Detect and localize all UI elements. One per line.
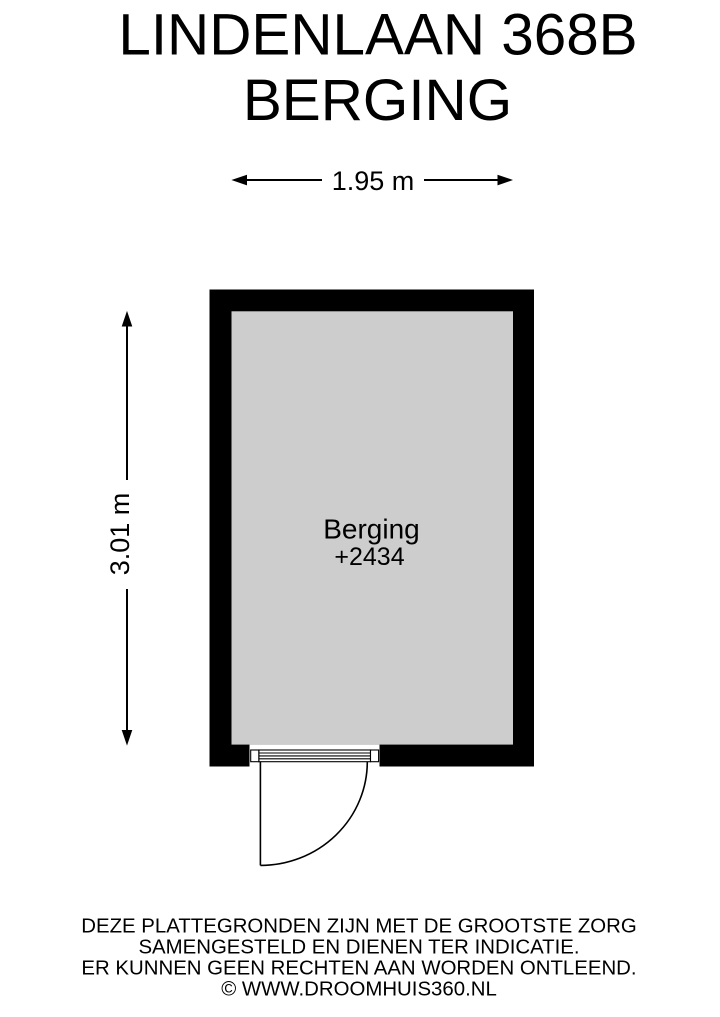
svg-text:© WWW.DROOMHUIS360.NL: © WWW.DROOMHUIS360.NL <box>221 979 497 1001</box>
svg-text:LINDENLAAN 368B: LINDENLAAN 368B <box>118 3 637 68</box>
svg-text:3.01 m: 3.01 m <box>105 493 135 576</box>
svg-text:Berging: Berging <box>323 513 420 544</box>
svg-text:ER KUNNEN GEEN RECHTEN AAN WOR: ER KUNNEN GEEN RECHTEN AAN WORDEN ONTLEE… <box>81 958 636 980</box>
svg-text:DEZE PLATTEGRONDEN ZIJN MET DE: DEZE PLATTEGRONDEN ZIJN MET DE GROOTSTE … <box>81 916 637 938</box>
svg-text:+2434: +2434 <box>334 543 404 571</box>
svg-text:1.95 m: 1.95 m <box>332 166 415 196</box>
svg-text:BERGING: BERGING <box>243 68 512 133</box>
svg-text:SAMENGESTELD EN DIENEN TER IND: SAMENGESTELD EN DIENEN TER INDICATIE. <box>138 937 579 959</box>
